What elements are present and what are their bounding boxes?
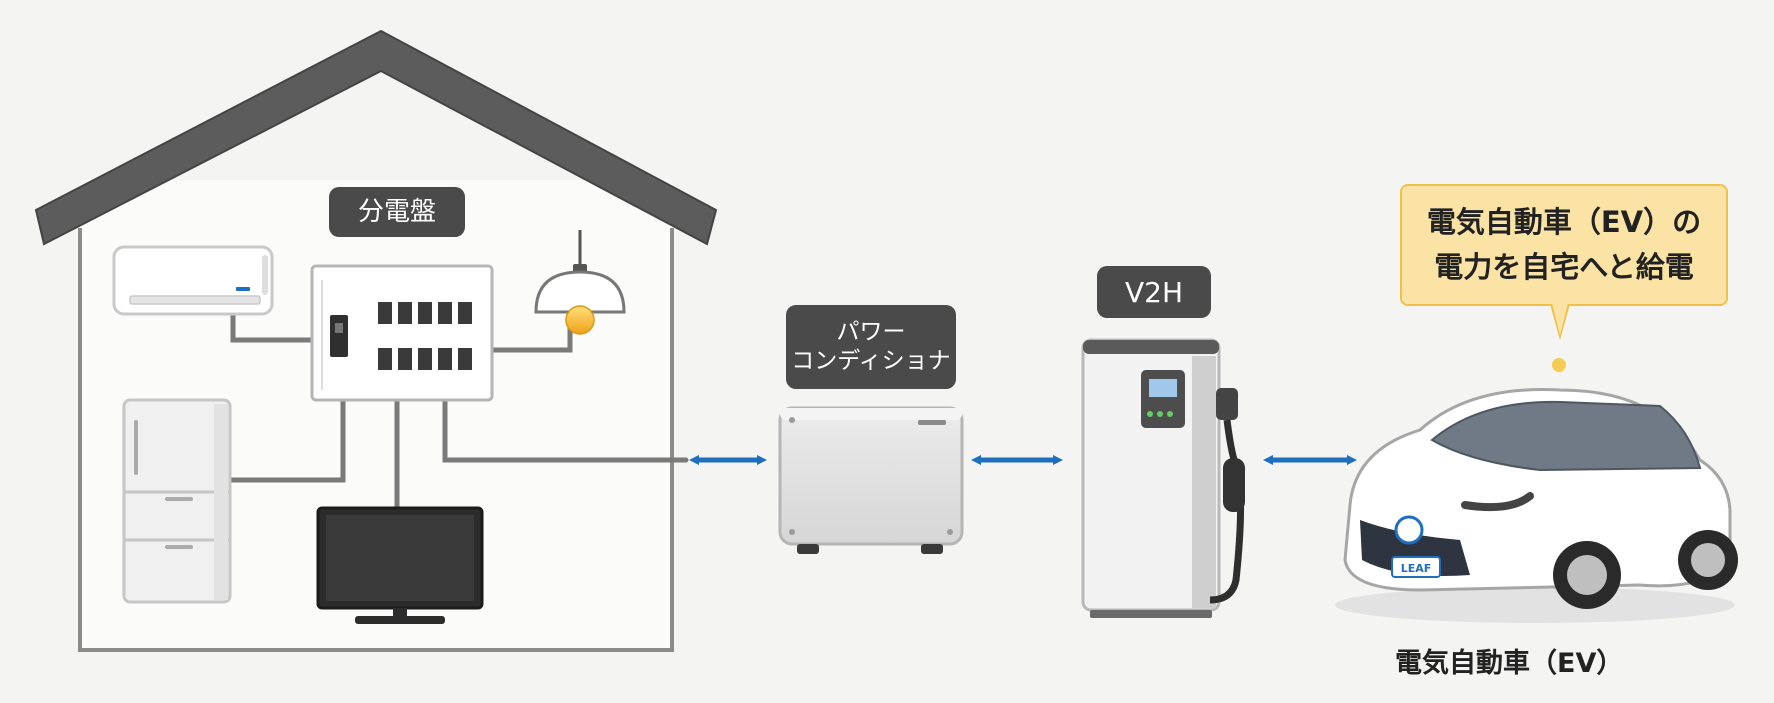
ev-power-callout: 電気自動車（EV）の 電力を自宅へと給電 — [1400, 184, 1728, 340]
distribution-panel-icon — [310, 264, 494, 402]
car-badge-label: LEAF — [1401, 562, 1432, 575]
callout-line2: 電力を自宅へと給電 — [1434, 250, 1694, 284]
electric-car-icon — [1335, 388, 1738, 623]
callout-tail-fill — [1552, 303, 1568, 335]
power-conditioner-icon — [778, 406, 964, 554]
pendant-lamp-icon — [534, 230, 626, 335]
v2h-label-text: V2H — [1124, 275, 1184, 309]
power-conditioner-label-line2: コンディショナ — [791, 348, 951, 374]
power-conditioner-label-line1: パワー — [836, 319, 906, 346]
refrigerator-icon — [122, 398, 232, 604]
house-wiring — [227, 307, 689, 511]
v2h-label: V2H — [1097, 266, 1211, 318]
distribution-panel-label-text: 分電盤 — [357, 196, 436, 227]
television-icon — [316, 506, 484, 624]
callout-pointer-dot — [1552, 358, 1566, 372]
power-conditioner-label: パワー コンディショナ — [786, 305, 956, 389]
distribution-panel-label: 分電盤 — [329, 187, 465, 237]
air-conditioner-icon — [112, 245, 274, 316]
callout-line1: 電気自動車（EV）の — [1426, 205, 1702, 240]
v2h-charger-icon — [1081, 338, 1245, 618]
ev-caption: 電気自動車（EV） — [1395, 648, 1624, 679]
